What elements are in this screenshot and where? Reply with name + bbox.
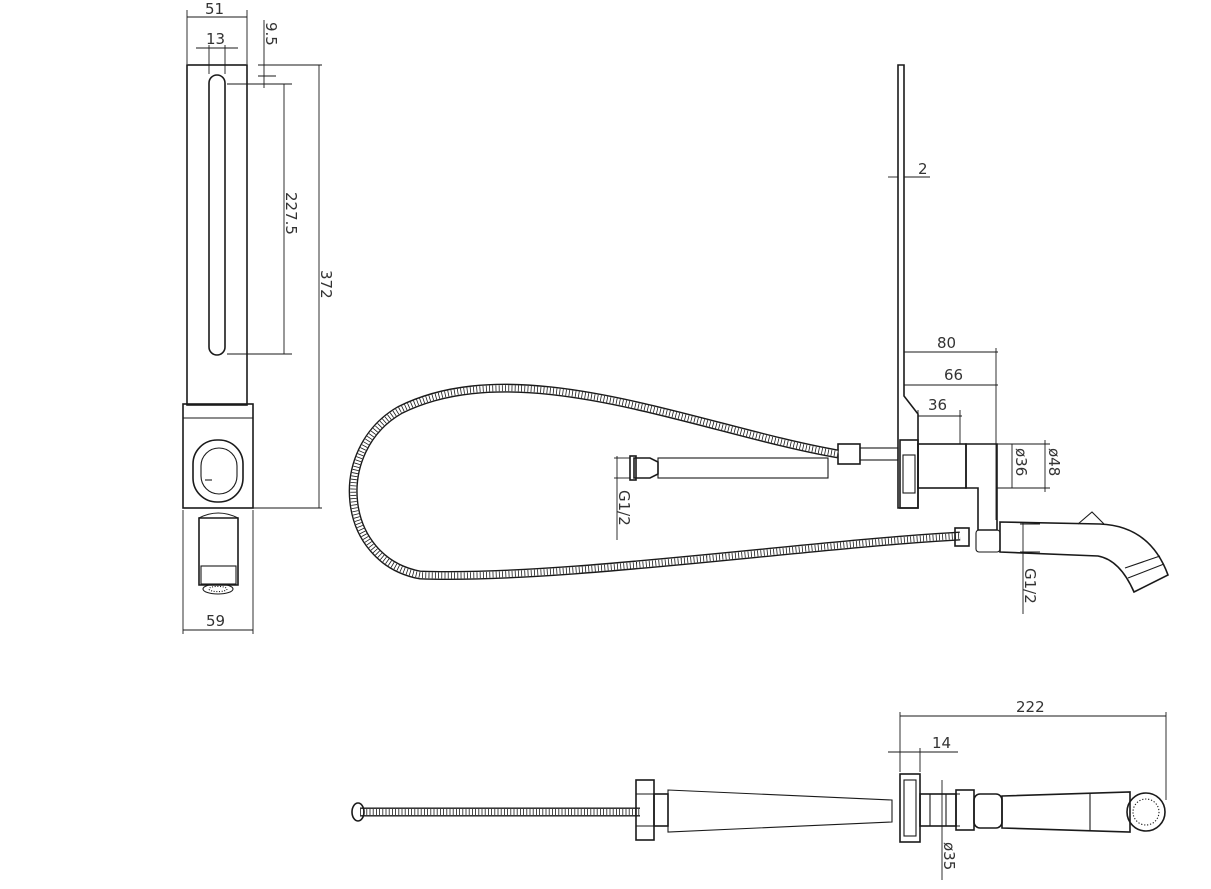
top-braided-hose [667, 789, 893, 833]
hose-connector [837, 443, 861, 465]
top-flange [899, 773, 921, 843]
dim-diameter-inner: ø36 [1012, 448, 1030, 476]
dim-thread-outlet: G1/2 [1021, 568, 1039, 604]
top-view: 222 14 ø35 [351, 698, 1167, 880]
wall-plate [897, 64, 919, 509]
spray-head [198, 517, 239, 586]
dim-projection-total: 80 [937, 334, 956, 352]
dim-width-top: 51 [205, 0, 224, 18]
side-view: 2 80 66 36 [348, 64, 1169, 614]
top-holder [973, 793, 1003, 829]
dim-total-height: 372 [317, 270, 335, 299]
valve-body [917, 443, 967, 489]
dim-hose-diameter: ø35 [940, 842, 958, 870]
slot-opening [208, 74, 226, 356]
dim-total-length: 222 [1016, 698, 1045, 716]
hand-shower [999, 521, 1169, 594]
nozzle-face [202, 583, 234, 595]
dim-flange-offset: 14 [932, 734, 951, 752]
panel-body [186, 64, 248, 406]
shower-hose [348, 383, 961, 580]
dim-projection-mid: 66 [944, 366, 963, 384]
outlet-elbow [965, 443, 998, 531]
dim-thread-inlet: G1/2 [615, 490, 633, 526]
top-hand-shower [1001, 791, 1131, 833]
dim-slot-length: 227.5 [282, 192, 300, 235]
handle-ring [192, 439, 244, 503]
top-nozzle [1126, 792, 1166, 832]
dim-slot-width: 13 [206, 30, 225, 48]
inlet-braided-hose [657, 457, 829, 479]
dim-projection-short: 36 [928, 396, 947, 414]
dim-base-width: 59 [206, 612, 225, 630]
dim-diameter-outer: ø48 [1045, 448, 1063, 476]
top-hose [351, 802, 640, 822]
front-view: 51 13 9.5 227.5 372 59 [182, 0, 335, 634]
inlet-nut [633, 457, 659, 479]
dim-plate-thickness: 2 [918, 160, 928, 178]
mounting-block [182, 403, 254, 509]
dim-wall: 9.5 [262, 22, 280, 46]
